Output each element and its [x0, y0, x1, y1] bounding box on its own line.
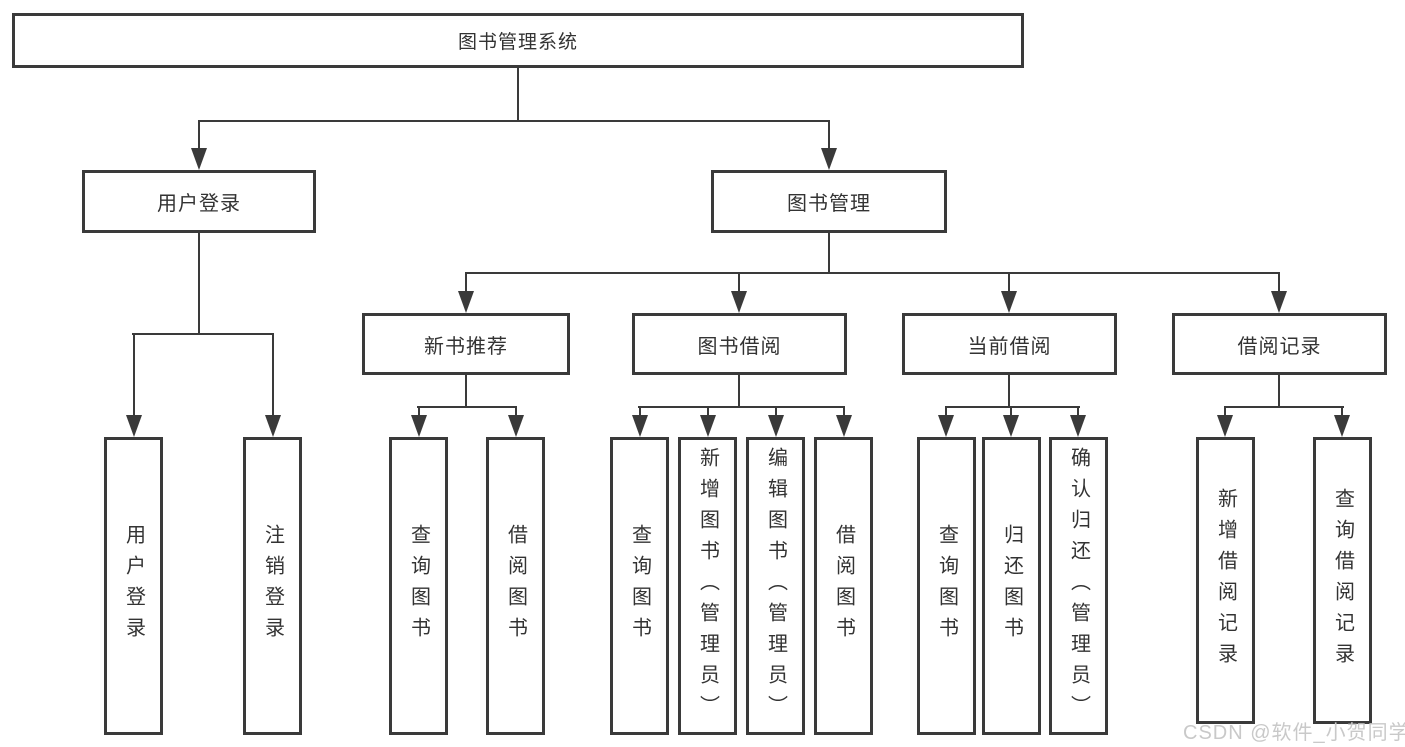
- connector-drop-user-login: [198, 120, 200, 152]
- leaf-label: 查询图书: [628, 524, 651, 648]
- arrow-down-icon: [731, 291, 747, 313]
- leaf-add-books-admin: 新增图书（管理员）: [678, 437, 737, 735]
- connector-drop-leaf: [843, 406, 845, 417]
- leaf-label: 借阅图书: [504, 524, 527, 648]
- leaf-query-books-recommend: 查询图书: [389, 437, 448, 735]
- connector-drop-borrow-records: [1278, 272, 1280, 294]
- leaf-borrow-books: 借阅图书: [814, 437, 873, 735]
- leaf-label: 注销登录: [261, 524, 284, 648]
- watermark: CSDN @软件_小贺同学: [1183, 722, 1405, 744]
- arrow-down-icon: [1217, 415, 1233, 437]
- arrow-down-icon: [508, 415, 524, 437]
- arrow-down-icon: [1003, 415, 1019, 437]
- arrow-down-icon: [938, 415, 954, 437]
- connector-drop-leaf: [418, 406, 420, 417]
- arrow-down-icon: [700, 415, 716, 437]
- connector-new-book-stub: [465, 375, 467, 408]
- node-label: 新书推荐: [424, 335, 508, 358]
- arrow-down-icon: [821, 148, 837, 170]
- leaf-logout: 注销登录: [243, 437, 302, 735]
- connector-book-management-stub: [828, 233, 830, 274]
- arrow-down-icon: [1334, 415, 1350, 437]
- arrow-down-icon: [632, 415, 648, 437]
- node-label: 当前借阅: [967, 335, 1052, 358]
- node-book-borrow: 图书借阅: [632, 313, 847, 375]
- connector-root-hline: [198, 120, 830, 122]
- leaf-label: 新增图书（管理员）: [696, 446, 719, 726]
- leaf-label: 新增借阅记录: [1214, 487, 1237, 674]
- leaf-return-books: 归还图书: [982, 437, 1041, 735]
- connector-drop-leaf: [707, 406, 709, 417]
- arrow-down-icon: [1271, 291, 1287, 313]
- leaf-query-books-current: 查询图书: [917, 437, 976, 735]
- node-label: 用户登录: [157, 193, 241, 215]
- connector-drop-leaf: [272, 333, 274, 417]
- arrow-down-icon: [191, 148, 207, 170]
- connector-drop-leaf: [1341, 406, 1343, 417]
- leaf-label: 查询图书: [407, 524, 430, 648]
- node-label: 图书管理: [787, 193, 871, 215]
- node-borrow-records: 借阅记录: [1172, 313, 1387, 375]
- leaf-label: 确认归还（管理员）: [1067, 446, 1090, 726]
- node-current-borrow: 当前借阅: [902, 313, 1117, 375]
- connector-book-management-hline: [465, 272, 1280, 274]
- arrow-down-icon: [1001, 291, 1017, 313]
- leaf-label: 归还图书: [1000, 524, 1023, 648]
- connector-user-login-stub: [198, 233, 200, 335]
- node-user-login: 用户登录: [82, 170, 316, 233]
- node-book-management: 图书管理: [711, 170, 947, 233]
- arrow-down-icon: [458, 291, 474, 313]
- leaf-query-borrow-record: 查询借阅记录: [1313, 437, 1372, 724]
- connector-drop-current-borrow: [1008, 272, 1010, 294]
- leaf-label: 用户登录: [122, 524, 145, 648]
- leaf-add-borrow-record: 新增借阅记录: [1196, 437, 1255, 724]
- leaf-label: 查询图书: [935, 524, 958, 648]
- connector-drop-leaf: [1010, 406, 1012, 417]
- arrow-down-icon: [411, 415, 427, 437]
- connector-drop-leaf: [1224, 406, 1226, 417]
- connector-drop-leaf: [945, 406, 947, 417]
- node-label: 借阅记录: [1237, 335, 1322, 358]
- connector-drop-new-book: [465, 272, 467, 294]
- node-label: 图书借阅: [697, 335, 782, 358]
- connector-borrow-records-stub: [1278, 375, 1280, 408]
- connector-drop-leaf: [1077, 406, 1079, 417]
- leaf-edit-books-admin: 编辑图书（管理员）: [746, 437, 805, 735]
- leaf-label: 编辑图书（管理员）: [764, 446, 787, 726]
- connector-current-borrow-hline: [945, 406, 1080, 408]
- leaf-label: 查询借阅记录: [1331, 487, 1354, 674]
- leaf-user-login: 用户登录: [104, 437, 163, 735]
- node-library-management-system: 图书管理系统: [12, 13, 1024, 68]
- arrow-down-icon: [126, 415, 142, 437]
- arrow-down-icon: [265, 415, 281, 437]
- node-new-book-recommend: 新书推荐: [362, 313, 570, 375]
- arrow-down-icon: [768, 415, 784, 437]
- connector-book-borrow-hline: [638, 406, 845, 408]
- leaf-label: 借阅图书: [832, 524, 855, 648]
- leaf-borrow-books-recommend: 借阅图书: [486, 437, 545, 735]
- connector-drop-leaf: [775, 406, 777, 417]
- connector-user-login-hline: [132, 333, 274, 335]
- connector-drop-leaf: [515, 406, 517, 417]
- arrow-down-icon: [1070, 415, 1086, 437]
- connector-root-stub: [517, 68, 519, 122]
- connector-drop-leaf: [639, 406, 641, 417]
- connector-drop-book-management: [828, 120, 830, 152]
- leaf-confirm-return-admin: 确认归还（管理员）: [1049, 437, 1108, 735]
- connector-drop-book-borrow: [738, 272, 740, 294]
- leaf-query-books: 查询图书: [610, 437, 669, 735]
- connector-current-borrow-stub: [1008, 375, 1010, 408]
- connector-book-borrow-stub: [738, 375, 740, 408]
- connector-drop-leaf: [133, 333, 135, 417]
- node-label: 图书管理系统: [457, 32, 578, 53]
- connector-borrow-records-hline: [1224, 406, 1344, 408]
- arrow-down-icon: [836, 415, 852, 437]
- connector-new-book-hline: [417, 406, 517, 408]
